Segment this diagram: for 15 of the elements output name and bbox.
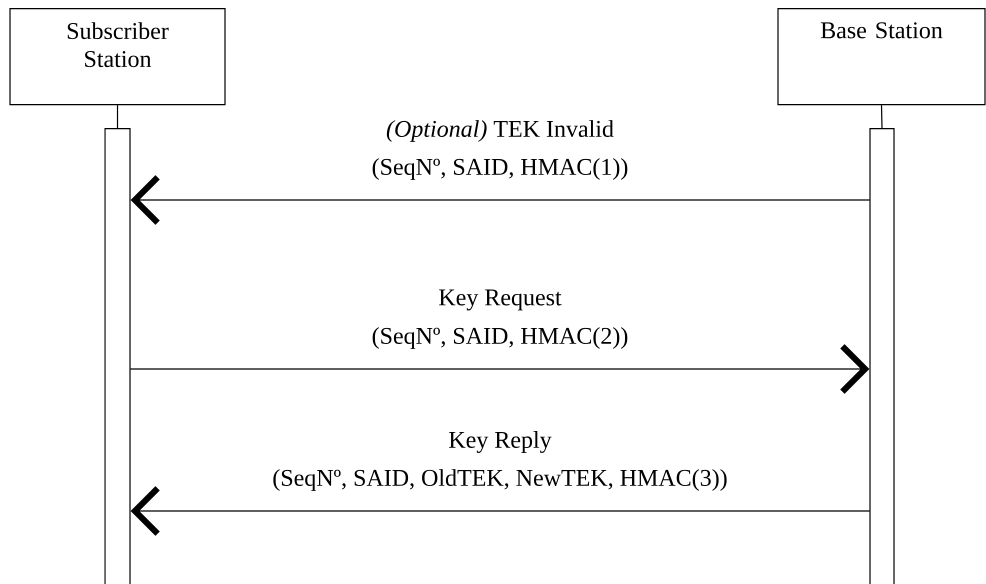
message-label: (Optional) TEK Invalid [386,120,614,142]
message-arrow [130,486,870,536]
lifeline-bar [869,128,895,584]
message-label: Key Request [439,290,562,310]
message-parameters: (SeqNº, SAID, HMAC(2)) [372,327,628,349]
message-arrow [130,344,870,394]
connector-line [116,105,118,128]
station-box: Subscriber Station [9,8,226,106]
message-arrow [130,175,870,225]
message-parameters: (SeqNº, SAID, OldTEK, NewTEK, HMAC(3)) [273,469,727,491]
message-parameters: (SeqNº, SAID, HMAC(1)) [372,158,628,180]
message-label: Key Reply [449,431,552,453]
lifeline-bar [104,128,131,584]
station-box: Base Station [777,8,986,106]
connector-line [880,105,883,128]
